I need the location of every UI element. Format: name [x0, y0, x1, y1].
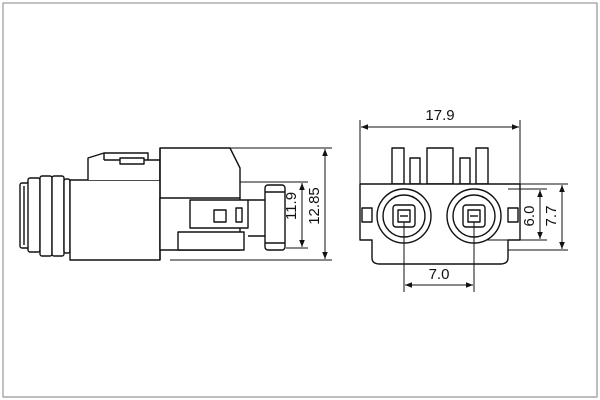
front-dimensions [359, 120, 568, 292]
side-main-body [69, 179, 161, 261]
side-view [19, 147, 286, 261]
rear-rib-3 [51, 175, 65, 257]
rear-rib-4 [63, 178, 71, 254]
latch-notch [119, 157, 145, 165]
front-tab-right [507, 207, 519, 223]
side-lower-rail [177, 231, 245, 251]
dim-label-11-9: 11.9 [283, 192, 300, 220]
front-post-left-outer [391, 147, 405, 185]
dim-label-6-0: 6.0 [521, 206, 538, 227]
side-front-ring [264, 184, 286, 251]
dim-label-7-0: 7.0 [429, 266, 450, 283]
side-terminal-window [213, 209, 227, 223]
front-post-center [426, 147, 454, 185]
side-dimensions [160, 147, 332, 261]
rear-rib-1 [27, 177, 41, 253]
dim-label-12-85: 12.85 [306, 187, 323, 225]
dim-label-7-7: 7.7 [543, 206, 560, 227]
front-tab-left [361, 207, 373, 223]
front-post-right-outer [475, 147, 489, 185]
dim-label-17-9: 17.9 [425, 107, 454, 124]
front-view [359, 147, 521, 265]
front-post-right-inner [459, 157, 471, 185]
side-terminal-tab [235, 207, 243, 223]
rear-rib-2 [39, 175, 53, 257]
front-post-left-inner [409, 157, 421, 185]
